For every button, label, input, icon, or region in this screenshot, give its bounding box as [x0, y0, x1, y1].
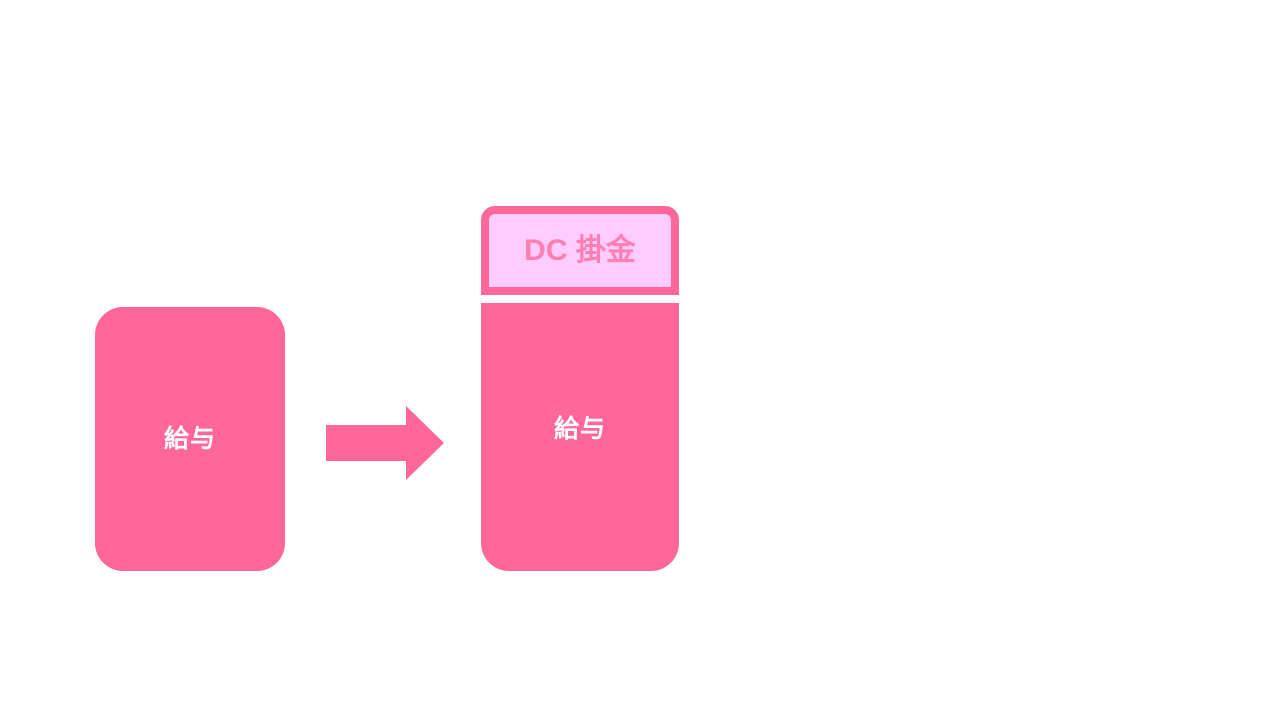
- salary-label-after: 給与: [553, 414, 606, 443]
- salary-label-before: 給与: [163, 424, 216, 453]
- before-column: 給与: [95, 307, 285, 571]
- salary-box-before: 給与: [95, 307, 285, 571]
- dc-contribution-label: DC 掛金: [524, 233, 636, 267]
- dc-contribution-box: DC 掛金: [481, 206, 679, 295]
- right-arrow-svg: [326, 406, 444, 480]
- after-column: DC 掛金 給与: [481, 206, 679, 571]
- salary-box-after: 給与: [481, 303, 679, 571]
- right-arrow-icon: [326, 406, 444, 480]
